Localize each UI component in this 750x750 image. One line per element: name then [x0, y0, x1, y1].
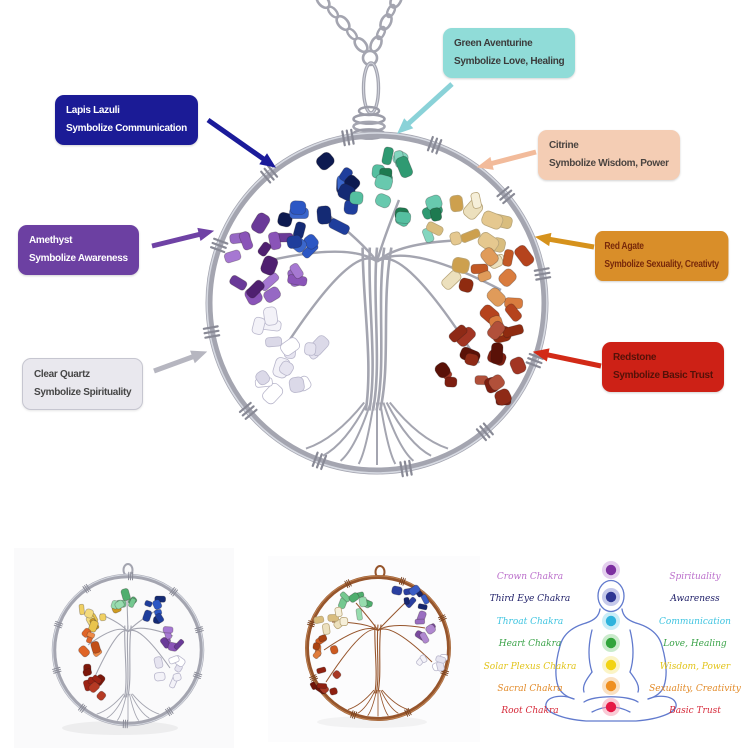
arrow-citrine: [476, 149, 537, 170]
chakra-dot-crown: [602, 561, 620, 579]
stone-meaning: Symbolize Basic Trust: [613, 370, 713, 381]
stone-name: Clear Quartz: [34, 369, 90, 380]
chakra-meaning-column: Spirituality Awareness Communication Lov…: [640, 566, 750, 723]
pendant-mini-silver: [51, 571, 205, 729]
chakra-name: Throat Chakra: [496, 616, 564, 627]
pendant-shadow: [62, 721, 178, 735]
pendant-main: [202, 128, 552, 478]
arrow-red-agate: [534, 232, 595, 250]
necklace-chain: [315, 0, 403, 67]
callout-red-agate: Red Agate Symbolize Sexuality, Creativty: [595, 231, 729, 281]
pendant-bail: [352, 61, 386, 140]
chakra-dot-solar-plexus: [602, 656, 620, 674]
chakra-dot-heart: [602, 634, 620, 652]
callout-amethyst: Amethyst Symbolize Awareness: [18, 225, 139, 275]
callout-lapis-lazuli: Lapis Lazuli Symbolize Communication: [55, 95, 198, 145]
callout-clear-quartz: Clear Quartz Symbolize Spirituality: [22, 358, 144, 410]
chakra-name: Root Chakra: [501, 706, 559, 717]
chakra-name: Third Eye Chakra: [489, 594, 571, 605]
callout-redstone: Redstone Symbolize Basic Trust: [602, 342, 724, 392]
arrow-amethyst: [151, 227, 215, 249]
stone-name: Lapis Lazuli: [66, 105, 120, 116]
arrow-green-aventurine: [397, 82, 454, 134]
chakra-meaning: Communication: [659, 616, 731, 627]
arrow-lapis-lazuli: [206, 117, 277, 168]
chakra-dot-sacral: [602, 677, 620, 695]
chakra-meaning: Basic Trust: [669, 706, 721, 717]
chakra-meaning: Love, Healing: [663, 639, 727, 650]
pendant-mini-copper: [305, 575, 451, 721]
chakra-dot-third-eye: [602, 588, 620, 606]
chakra-meaning: Spirituality: [669, 572, 721, 582]
chakra-name-column: Crown Chakra Third Eye Chakra Throat Cha…: [478, 566, 582, 723]
chakra-dot-throat: [602, 612, 620, 630]
callout-citrine: Citrine Symbolize Wisdom, Power: [538, 130, 680, 180]
chakra-name: Heart Chakra: [498, 639, 562, 650]
stone-meaning: Symbolize Communication: [66, 123, 187, 134]
stone-meaning: Symbolize Wisdom, Power: [549, 158, 669, 169]
chakra-meaning: Wisdom, Power: [659, 661, 731, 672]
callout-green-aventurine: Green Aventurine Symbolize Love, Healing: [443, 28, 576, 78]
arrow-clear-quartz: [153, 350, 208, 374]
stone-name: Red Agate: [604, 241, 644, 252]
chakra-name: Solar Plexus Chakra: [483, 661, 577, 672]
stone-name: Amethyst: [29, 235, 73, 246]
pendant-shadow: [317, 716, 427, 728]
stone-name: Citrine: [549, 140, 579, 151]
chakra-name: Crown Chakra: [496, 572, 564, 582]
stone-name: Redstone: [613, 352, 657, 363]
chakra-meaning: Sexuality, Creativity: [649, 683, 741, 694]
chakra-dot-root: [602, 698, 620, 716]
chakra-name: Sacral Chakra: [497, 683, 563, 694]
stone-meaning: Symbolize Sexuality, Creativty: [604, 259, 719, 270]
chakra-meaning: Awareness: [670, 594, 720, 605]
stone-meaning: Symbolize Spirituality: [34, 387, 132, 398]
mini-photo-bg-left: [14, 548, 234, 748]
stone-meaning: Symbolize Awareness: [29, 253, 128, 264]
stone-name: Green Aventurine: [454, 38, 533, 49]
arrow-redstone: [532, 348, 602, 369]
mini-photo-bg-middle: [268, 556, 480, 742]
stone-meaning: Symbolize Love, Healing: [454, 56, 565, 67]
